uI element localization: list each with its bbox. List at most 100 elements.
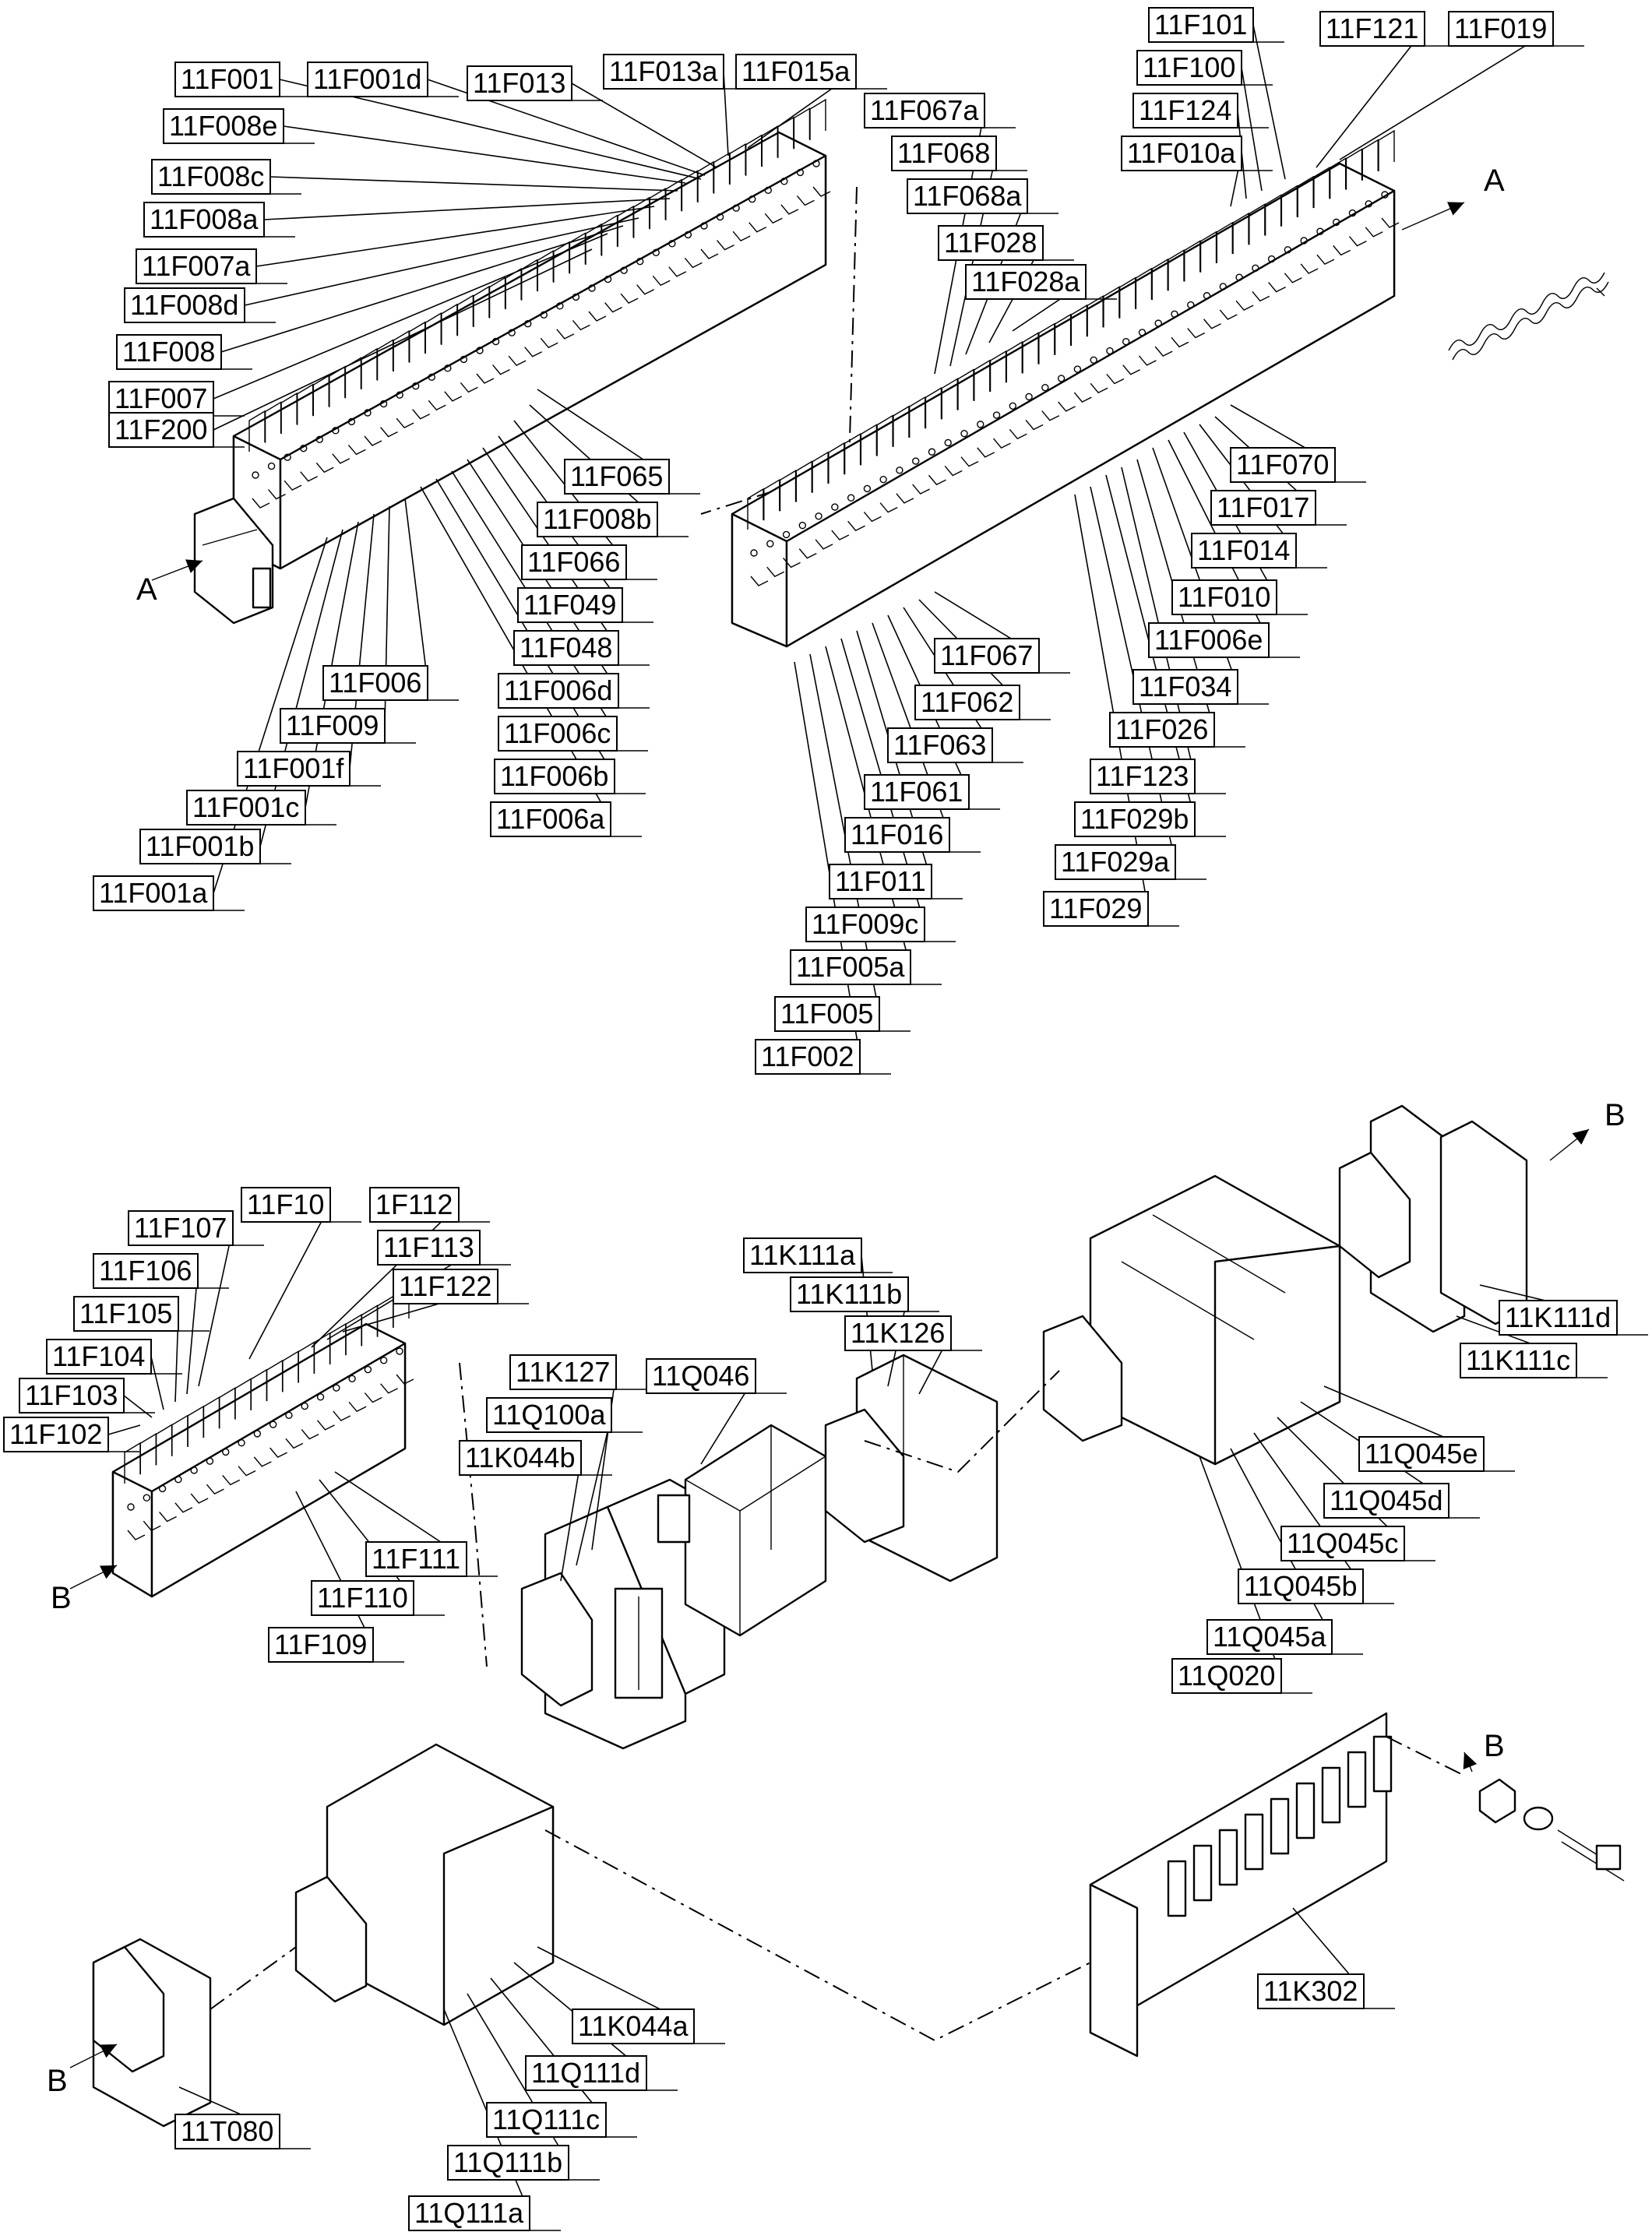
- arrow-label: A: [1484, 164, 1505, 198]
- callout-text: 11F066: [527, 546, 620, 578]
- callout-leader: [1241, 67, 1263, 192]
- rail-right-module-screw: [977, 421, 985, 428]
- callout-text: 11F006c: [504, 717, 611, 749]
- rail-right-module-screw: [928, 448, 936, 456]
- rail-right-module: [1345, 148, 1363, 190]
- callout-text: 11K126: [851, 1317, 945, 1349]
- rail-right-module-screw: [1219, 283, 1228, 290]
- callout-text: 1F112: [375, 1188, 453, 1220]
- callout-text: 11F049: [523, 589, 616, 621]
- callout-text: 11F062: [921, 686, 1013, 718]
- rail-left-module-screw: [684, 231, 692, 239]
- callout-label: 11F029b: [1074, 801, 1196, 837]
- callout-text: 11K111b: [796, 1278, 902, 1310]
- rail-left-module-lever: [364, 435, 382, 446]
- rail-mid-module-lever: [396, 1374, 414, 1385]
- rail-left-module-screw: [284, 453, 291, 461]
- callout-label: 11F010a: [1121, 136, 1242, 171]
- callout-box: [459, 1440, 582, 1476]
- callout-leader: [244, 217, 639, 306]
- callout-text: 11Q045d: [1330, 1484, 1442, 1516]
- rail-right-module: [844, 432, 861, 475]
- callout-box: [1206, 1619, 1333, 1655]
- terminal-rail-left: [232, 98, 858, 570]
- callout-text: 11F010: [1178, 581, 1270, 613]
- rail-right-module-screw: [1025, 393, 1033, 401]
- rail-left-module-lever: [428, 400, 446, 411]
- rail-right-module-screw: [1171, 310, 1178, 319]
- arrow-label: A: [136, 572, 157, 607]
- callout-box: [1132, 669, 1238, 705]
- callout-label: 11F068: [891, 136, 997, 171]
- rail-left-module-screw: [620, 266, 628, 274]
- callout-leader: [107, 1424, 141, 1435]
- rail-right-module-lever: [863, 511, 882, 523]
- rail-left-module: [809, 98, 826, 140]
- callout-label: 11F001a: [93, 875, 214, 911]
- rail-right-module-lever: [1106, 374, 1125, 385]
- arrow-label: B: [1484, 1729, 1505, 1763]
- arrow-head: [1463, 1752, 1478, 1769]
- callout-box: [1121, 136, 1242, 171]
- rail-right-module: [989, 350, 1007, 393]
- callout-box: [1210, 490, 1316, 526]
- board-connector: [1295, 1782, 1316, 1839]
- callout-leader: [186, 1270, 199, 1395]
- callout-text: 11K127: [516, 1356, 610, 1388]
- callout-leader: [295, 1491, 374, 1646]
- callout-box: [128, 1210, 234, 1246]
- rail-right-module: [974, 359, 991, 401]
- callout-text: 11F110: [317, 1582, 408, 1614]
- rail-mid-module-screw: [364, 1365, 372, 1374]
- callout-label: 11F006e: [1148, 622, 1270, 658]
- callout-box: [136, 248, 257, 284]
- callout-text: 11F006e: [1154, 624, 1263, 656]
- callout-leader: [560, 1457, 582, 1582]
- rail-left-module-lever: [684, 257, 703, 269]
- rail-mid-module-lever: [269, 1447, 287, 1458]
- callout-label: 11F063: [887, 727, 993, 763]
- callout-box: [19, 1378, 125, 1413]
- callout-box: [965, 264, 1087, 300]
- rail-mid-module-screw: [127, 1503, 135, 1511]
- rail-left-module-screw: [668, 240, 676, 248]
- callout-text: 11F105: [79, 1297, 172, 1329]
- rail-right-module-lever: [1058, 401, 1076, 412]
- callout-box: [1055, 844, 1176, 880]
- rail-right-module: [795, 460, 813, 502]
- callout-leader: [571, 83, 717, 168]
- rail-right-module-screw: [831, 503, 839, 511]
- callout-label: 11F002: [755, 1039, 861, 1075]
- rail-right-module: [1249, 203, 1266, 245]
- callout-box: [755, 1039, 861, 1075]
- rail-right-module-lever: [944, 466, 963, 477]
- callout-box: [322, 665, 428, 701]
- callout-label: 11F011: [829, 864, 932, 899]
- rail-left-module-lever: [315, 462, 334, 474]
- callout-box: [486, 2102, 607, 2138]
- callout-box: [280, 708, 386, 744]
- rail-right-module: [812, 451, 829, 493]
- rail-right-module-lever: [1154, 346, 1173, 357]
- callout-text: 11F103: [25, 1379, 118, 1411]
- callout-label: 11F006d: [498, 673, 619, 709]
- callout-label: 11F008e: [163, 108, 284, 144]
- board-connector: [1321, 1766, 1341, 1824]
- callout-box: [1191, 533, 1297, 569]
- rail-right-module-screw: [1203, 292, 1211, 300]
- rail-left-module-screw: [556, 302, 564, 310]
- rail-left-module-screw: [540, 311, 548, 319]
- callout-box: [108, 412, 214, 448]
- rail-left-module-lever: [556, 329, 575, 340]
- callout-box: [743, 1237, 862, 1273]
- rail-right-module: [1329, 157, 1347, 199]
- rail-left-module-lever: [396, 417, 414, 429]
- rail-right-module-screw: [1381, 191, 1389, 199]
- callout-text: 11Q100a: [492, 1399, 606, 1431]
- callout-box: [521, 544, 627, 580]
- callout-text: 11F106: [99, 1255, 192, 1287]
- callout-label: 11Q111c: [486, 2102, 607, 2138]
- callout-label: 11F019: [1448, 11, 1554, 47]
- callout-text: 11F123: [1096, 760, 1189, 792]
- callout-box: [1499, 1300, 1618, 1336]
